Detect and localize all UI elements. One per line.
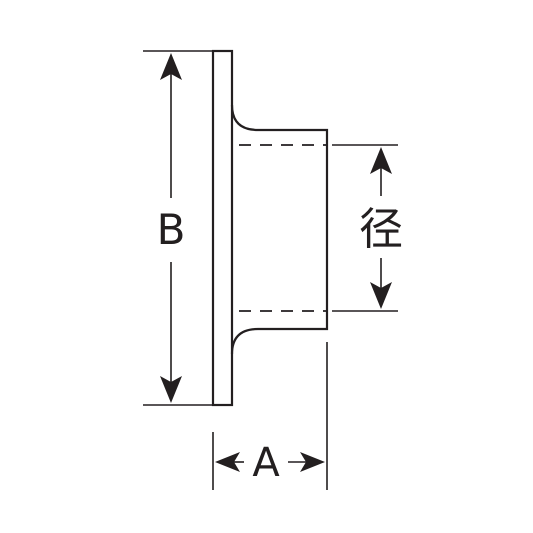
height-dimension: B (157, 53, 186, 403)
height-label: B (157, 205, 186, 254)
length-label: A (252, 440, 280, 486)
diameter-dimension: 径 (359, 147, 403, 309)
diameter-label: 径 (359, 204, 403, 255)
flange-plate (211, 49, 234, 407)
height-arrow-up-icon (160, 53, 182, 80)
length-arrow-right-icon (300, 452, 325, 472)
diameter-arrow-up-icon (370, 147, 392, 174)
diameter-arrow-down-icon (370, 282, 392, 309)
length-arrow-left-icon (215, 452, 240, 472)
height-arrow-down-icon (160, 376, 182, 403)
boss-profile (230, 104, 329, 355)
length-dimension: A (215, 440, 325, 486)
